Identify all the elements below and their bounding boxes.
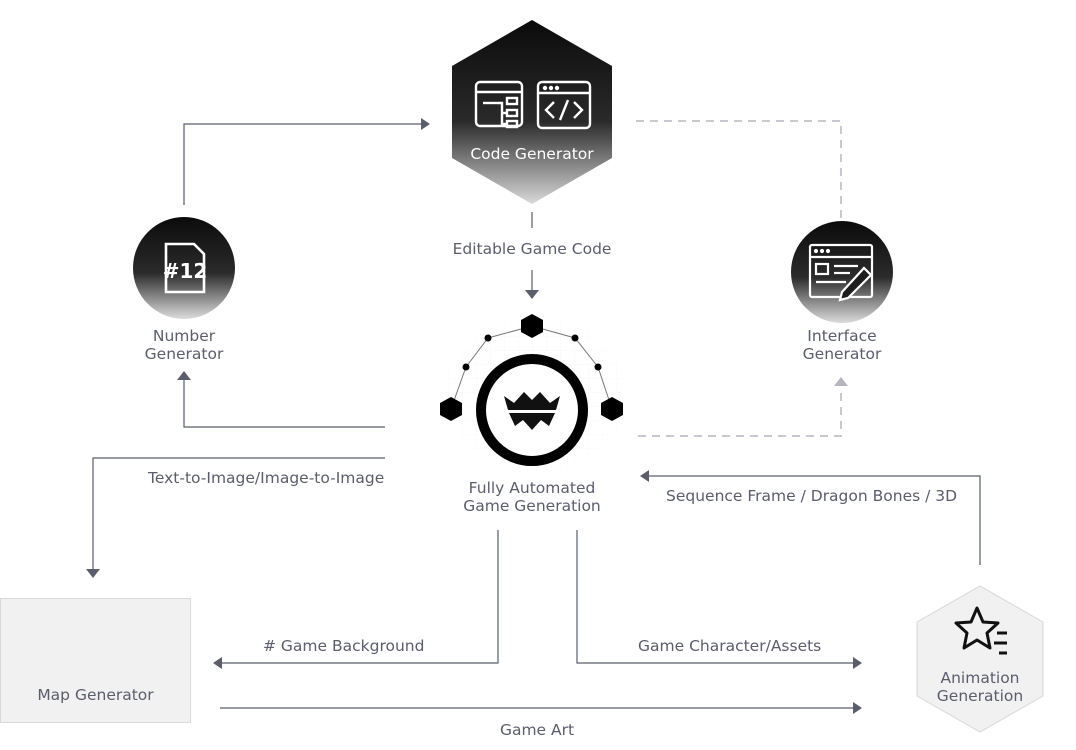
edge-number-to-code xyxy=(183,123,424,205)
edge-code-to-interface xyxy=(636,120,842,222)
star-motion-icon xyxy=(954,606,1007,655)
connector-lines xyxy=(92,123,981,709)
arrow-to-character xyxy=(853,657,862,669)
code-generator-node xyxy=(452,20,612,204)
interface-generator-label-line1: Interface xyxy=(807,327,877,345)
arrow-to-interface xyxy=(834,377,848,386)
interface-generator-label-line2: Generator xyxy=(802,345,882,363)
edge-label-game-art: Game Art xyxy=(499,721,575,739)
edge-core-to-background xyxy=(222,530,499,664)
interface-generator-node xyxy=(791,221,893,323)
code-window-icon xyxy=(536,80,592,130)
edge-label-editable-game-code: Editable Game Code xyxy=(452,240,612,258)
arrow-to-map xyxy=(86,569,100,578)
animation-generation-label-line1: Animation xyxy=(940,669,1020,687)
core-node xyxy=(420,300,650,490)
edge-label-text-to-image: Text-to-Image/Image-to-Image xyxy=(148,469,385,487)
dashed-lines xyxy=(636,120,842,437)
crown-logo-icon xyxy=(504,392,560,430)
number-generator-label-line1: Number xyxy=(152,327,216,345)
edge-label-game-character: Game Character/Assets xyxy=(638,637,822,655)
number-file-icon xyxy=(164,242,206,294)
map-generator-label: Map Generator xyxy=(37,686,154,704)
edge-label-game-background: # Game Background xyxy=(263,637,425,655)
number-generator-label-line2: Generator xyxy=(144,345,224,363)
number-file-icon-text: #12 xyxy=(163,259,208,283)
code-generator-label: Code Generator xyxy=(470,145,594,163)
arrow-game-art xyxy=(853,702,862,714)
interface-edit-icon xyxy=(808,243,874,302)
edge-animation-to-core xyxy=(648,475,981,565)
animation-generation-label: Animation Generation xyxy=(910,669,1050,705)
arrow-to-code xyxy=(421,118,430,130)
arrow-to-background xyxy=(213,657,222,669)
arrow-to-core xyxy=(525,290,539,299)
animation-generation-node xyxy=(916,585,1044,733)
edge-core-to-number xyxy=(183,380,385,428)
core-label-line1: Fully Automated xyxy=(468,479,596,497)
interface-generator-label: Interface Generator xyxy=(772,327,912,363)
animation-generation-label-line2: Generation xyxy=(936,687,1024,705)
edge-core-to-interface xyxy=(638,392,842,437)
edge-core-to-map xyxy=(92,457,385,570)
core-label: Fully Automated Game Generation xyxy=(442,479,622,515)
map-generator-node xyxy=(0,598,191,723)
arrow-to-number xyxy=(177,371,191,380)
core-label-line2: Game Generation xyxy=(463,497,601,515)
number-generator-node: #12 xyxy=(133,217,235,319)
edge-label-sequence-frame: Sequence Frame / Dragon Bones / 3D xyxy=(666,487,958,505)
flowchart-window-icon xyxy=(474,80,524,129)
number-generator-label: Number Generator xyxy=(114,327,254,363)
edge-core-to-character xyxy=(576,530,854,664)
